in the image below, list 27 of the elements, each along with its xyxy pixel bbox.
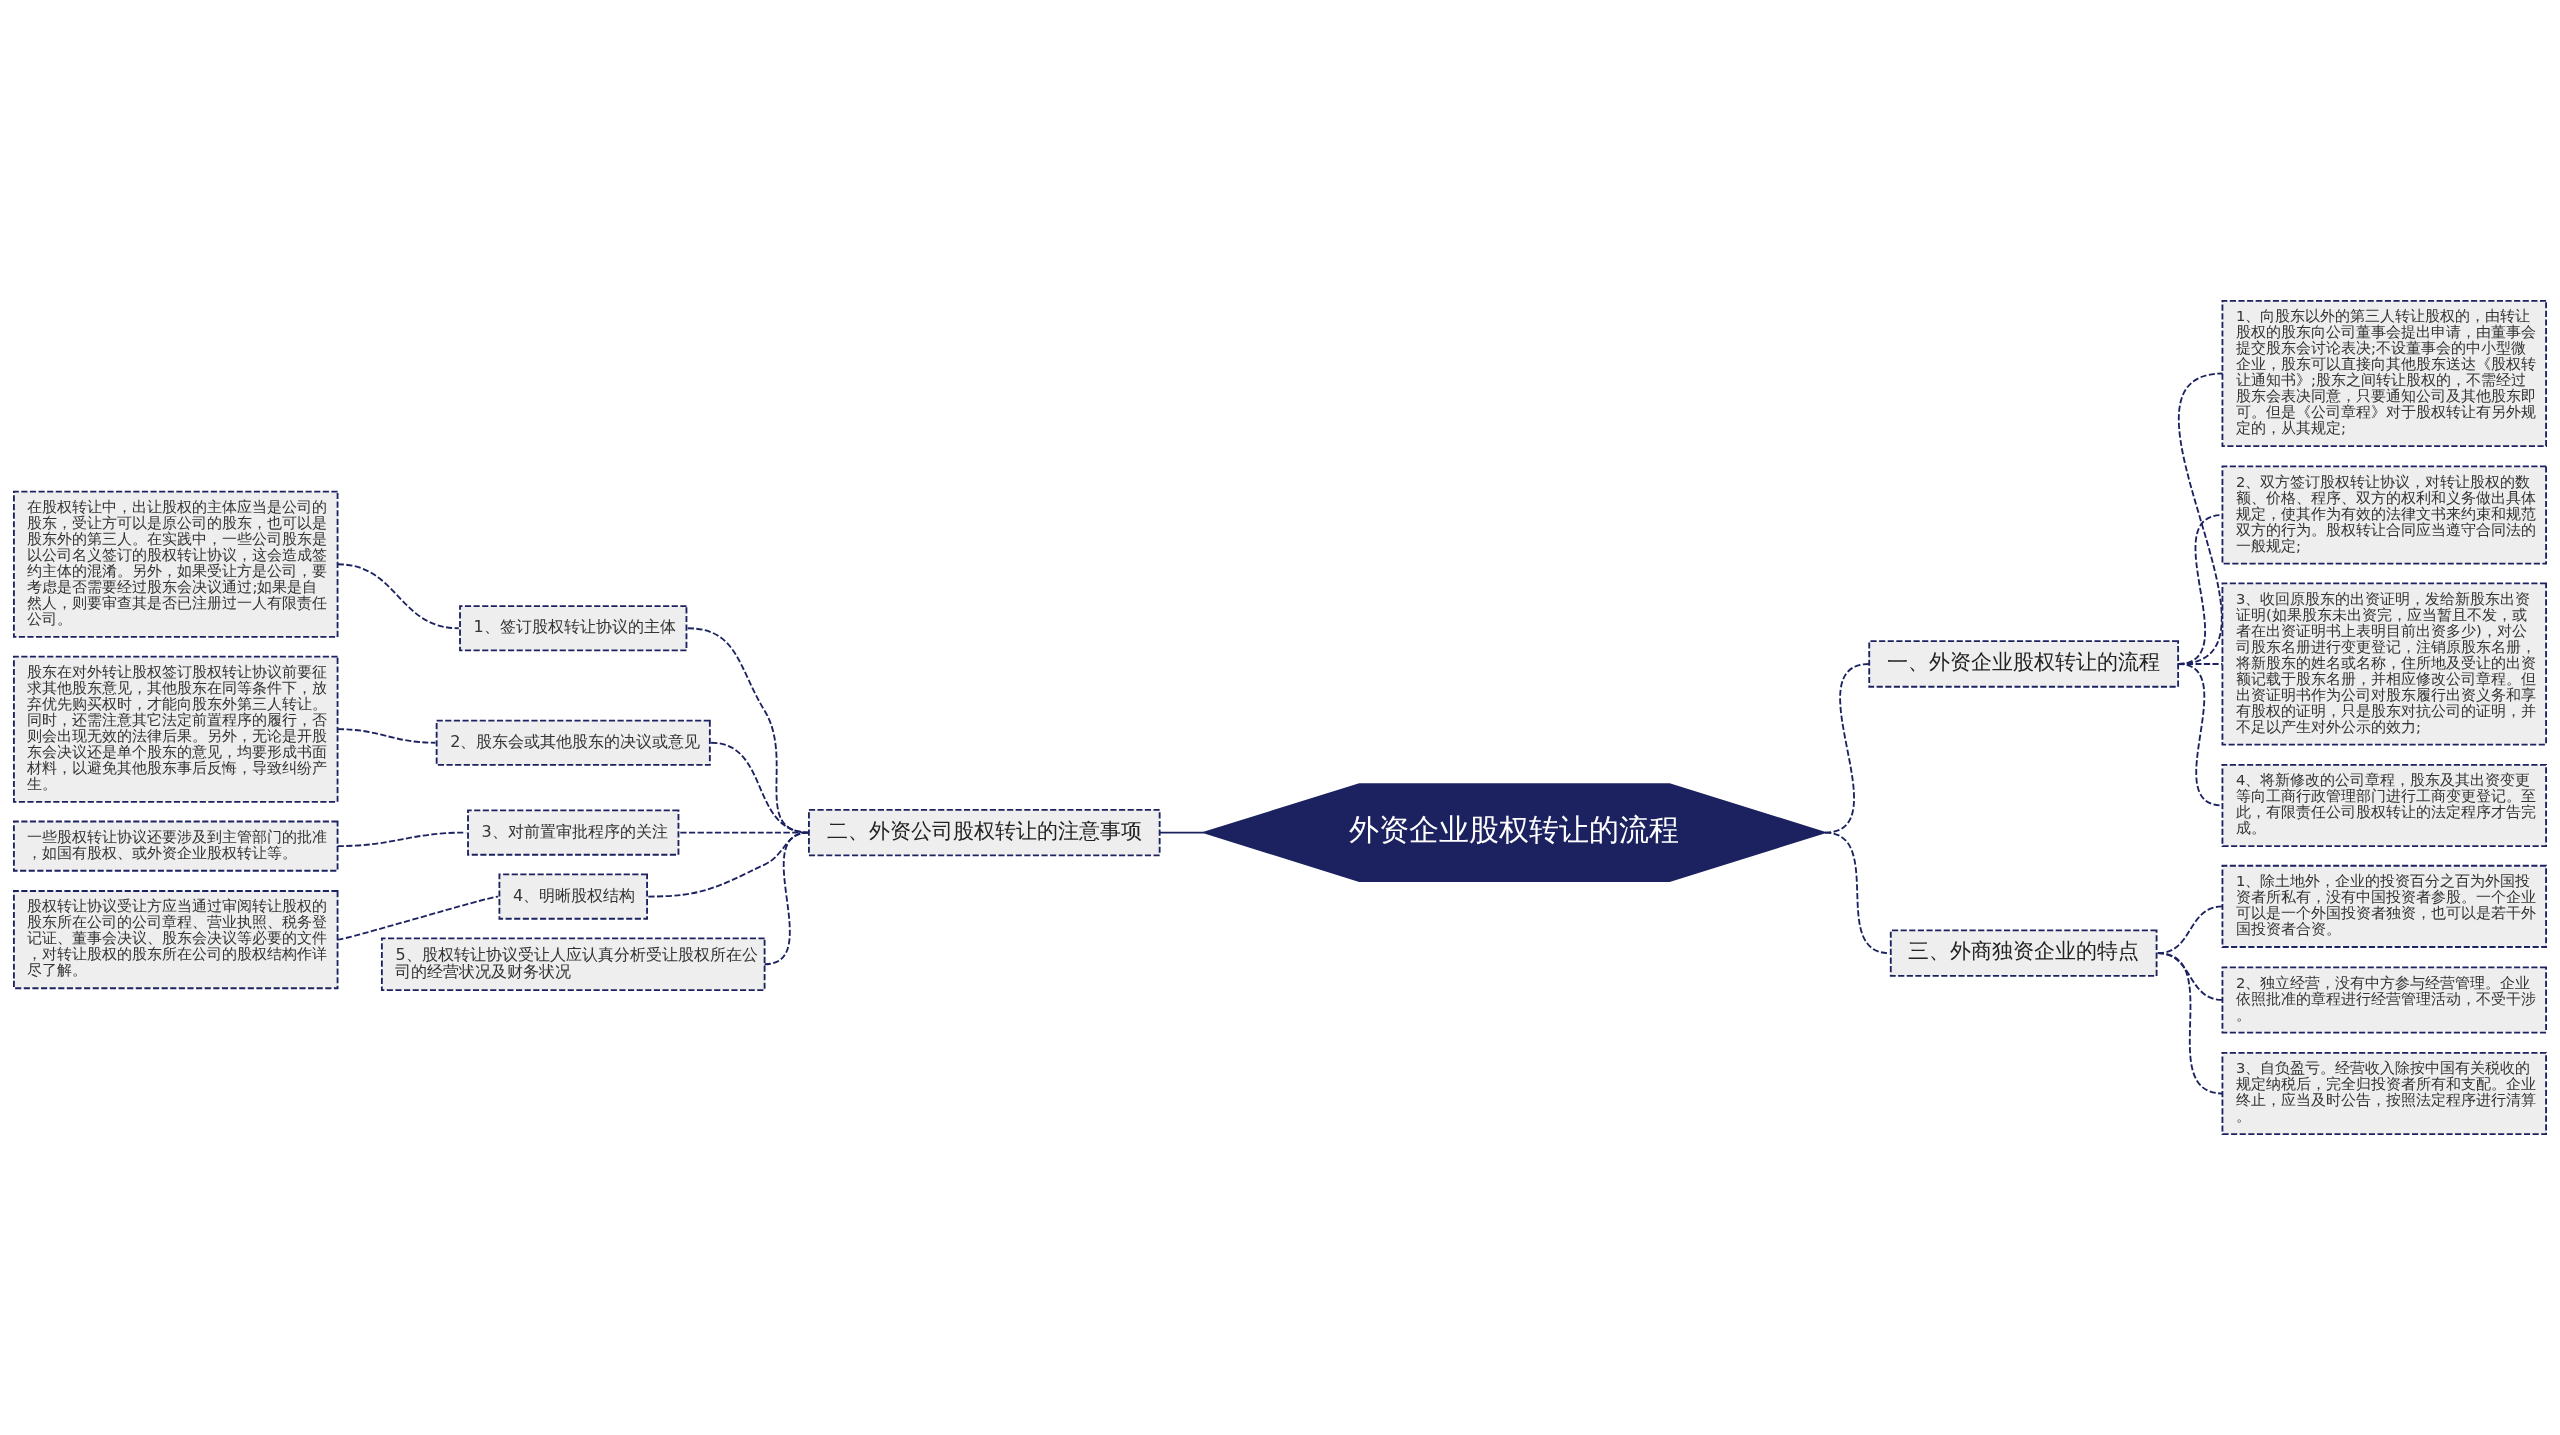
node-box: 1、除土地外，企业的投资百分之百为外国投资者所私有，没有中国投资者参股。一个企业可以是一个外国投资者独资，也可以是若干外国投资者合资。	[2221, 864, 2547, 948]
node-box: 3、自负盈亏。经营收入除按中国有关税收的规定纳税后，完全归投资者所有和支配。企业终止，应当及时公告，按照法定程序进行清算。	[2221, 1051, 2547, 1135]
node-box: 二、外资公司股权转让的注意事项	[808, 808, 1161, 857]
node-box: 4、将新修改的公司章程，股东及其出资变更等向工商行政管理部门进行工商变更登记。至此，有限责任公司股权转让的法定程序才告完成。	[2221, 763, 2547, 848]
connector	[763, 831, 810, 966]
connector	[2177, 372, 2224, 665]
node-box: 一些股权转让协议还要涉及到主管部门的批准，如国有股权、或外资企业股权转让等。	[13, 820, 339, 872]
node-box: 三、外商独资企业的特点	[1889, 929, 2158, 977]
node-box: 股东在对外转让股权签订股权转让协议前要征求其他股东意见，其他股东在同等条件下，放弃优先购买权时，才能向股东外第三人转让。同时，还需注意其它法定前置程序的履行，否则会出现无效的法律后果。另外，无论是开股东会决议还是单个股东的意见，均要形成书面材料，以避免其他股东事后反悔，导致纠纷产生。	[13, 655, 339, 803]
connector	[336, 563, 460, 630]
node-box: 3、对前置审批程序的关注	[467, 809, 680, 856]
node-box: 2、股东会或其他股东的决议或意见	[435, 719, 711, 766]
node-box: 4、明晰股权结构	[498, 873, 648, 920]
node-box: 1、签订股权转让协议的主体	[459, 605, 688, 652]
connector	[336, 728, 437, 744]
node-box: 一、外资企业股权转让的流程	[1868, 640, 2180, 688]
node-box: 3、收回原股东的出资证明，发给新股东出资证明(如果股东未出资完，应当暂且不发，或者在出资证明书上表明目前出资多少)，对公司股东名册进行变更登记，注销原股东名册，将新股东的姓名或名称，住所地及受让的出资额记载于股东名册，并相应修改公司章程。但出资证明书作为公司对股东履行出资义务和享有股权的证明，只是股东对抗公司的证明，并不足以产生对外公示的效力;	[2221, 582, 2547, 746]
connector	[336, 895, 500, 941]
node-box: 股权转让协议受让方应当通过审阅转让股权的股东所在公司的公司章程、营业执照、税务登记证、董事会决议、股东会决议等必要的文件，对转让股权的股东所在公司的股权结构作详尽了解。	[13, 890, 339, 990]
connector	[1158, 831, 1205, 834]
connector	[2156, 952, 2224, 1095]
node-box: 在股权转让中，出让股权的主体应当是公司的股东，受让方可以是原公司的股东，也可以是股东外的第三人。在实践中，一些公司股东是以公司名义签订的股权转让协议，这会造成签约主体的混淆。另外，如果受让方是公司，要考虑是否需要经过股东会决议通过;如果是自然人，则要审查其是否已注册过一人有限责任公司。	[13, 490, 339, 638]
connector	[2177, 663, 2224, 807]
node-box: 2、双方签订股权转让协议，对转让股权的数额、价格、程序、双方的权利和义务做出具体规定，使其作为有效的法律文书来约束和规范双方的行为。股权转让合同应当遵守合同法的一般规定;	[2221, 465, 2547, 565]
node-box: 5、股权转让协议受让人应认真分析受让股权所在公司的经营状况及财务状况	[380, 937, 766, 991]
node-box: 1、向股东以外的第三人转让股权的，由转让股权的股东向公司董事会提出申请，由董事会提交股东会讨论表决;不设董事会的中小型微企业，股东可以直接向其他股东送达《股权转让通知书》;股东之间转让股权的，不需经过股东会表决同意，只要通知公司及其他股东即可。但是《公司章程》对于股权转让有另外规定的，从其规定;	[2221, 300, 2547, 448]
node-box: 2、独立经营，没有中方参与经营管理。企业依照批准的章程进行经营管理活动，不受干涉。	[2221, 966, 2547, 1034]
